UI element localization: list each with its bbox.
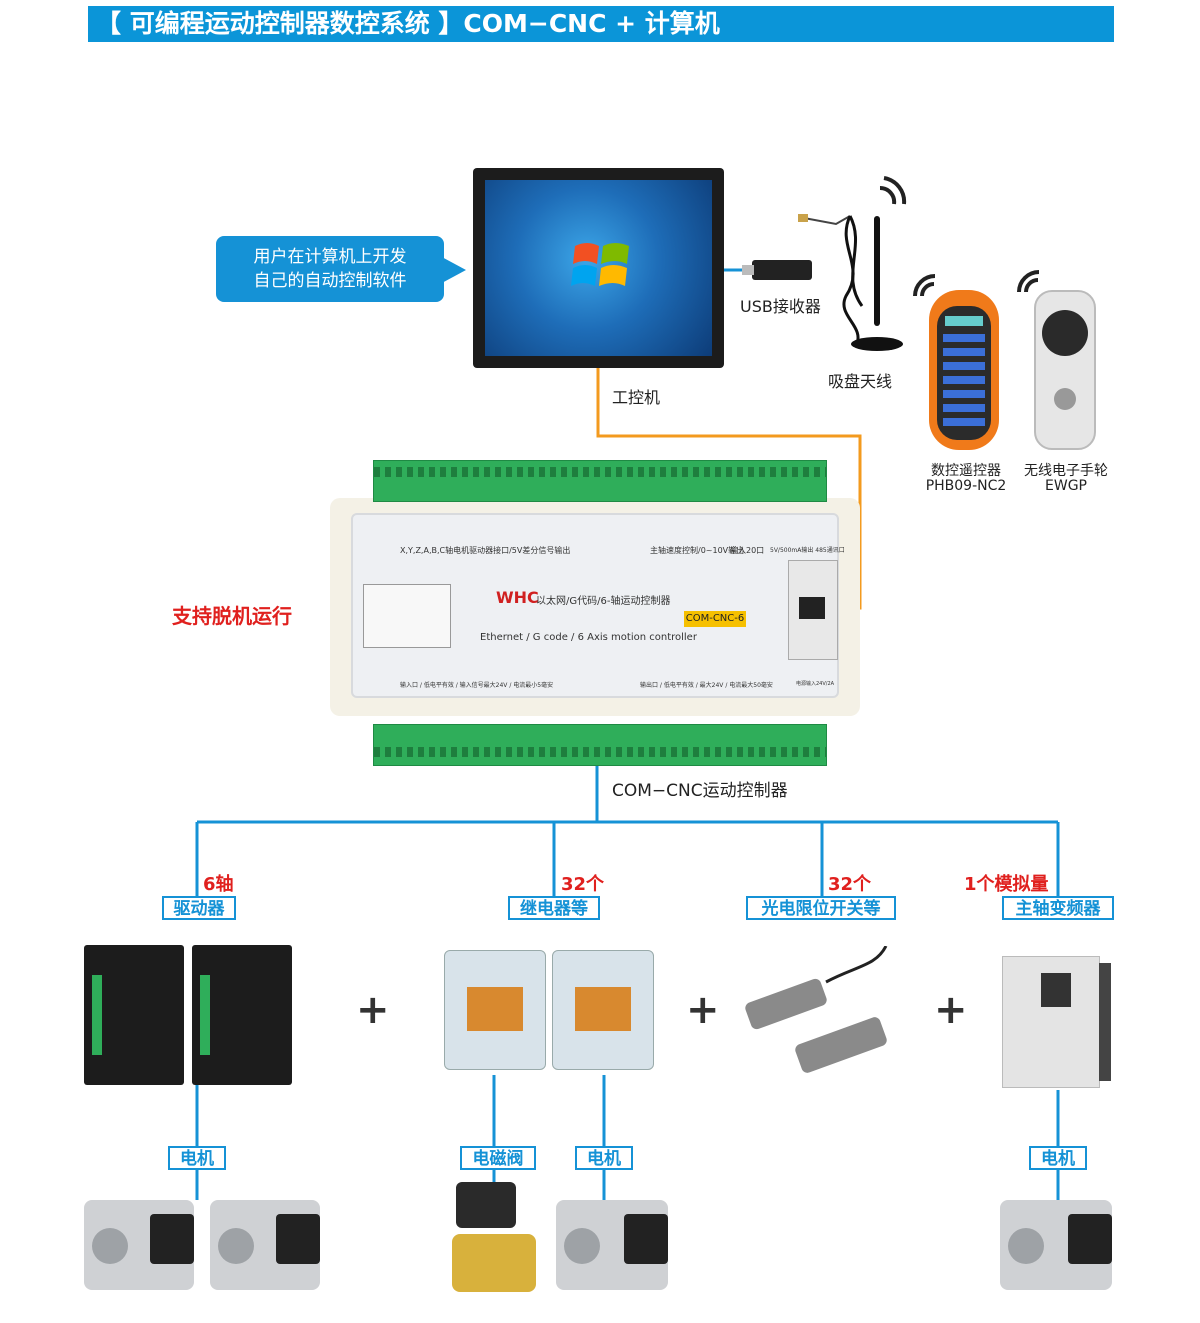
bubble-tail bbox=[440, 256, 466, 284]
plus-sign-1: + bbox=[356, 987, 390, 1033]
servo-motor-image-4 bbox=[1000, 1200, 1112, 1290]
servo-driver-image-1 bbox=[84, 945, 184, 1085]
bottom-terminal-block bbox=[373, 724, 827, 766]
remote-signal-icon bbox=[913, 274, 936, 297]
usb-receiver-image bbox=[742, 260, 812, 280]
strip-output-spec: 输出口 / 低电平有效 / 最大24V / 电流最大50毫安 bbox=[640, 682, 773, 689]
remote-model: PHB09-NC2 bbox=[925, 478, 1007, 494]
ipc-label: 工控机 bbox=[612, 388, 661, 407]
motor-label-2: 电机 bbox=[575, 1146, 633, 1170]
vfd-image bbox=[1002, 956, 1111, 1088]
branch-category-relays: 继电器等 bbox=[508, 896, 600, 920]
industrial-pc-image bbox=[473, 168, 724, 368]
developer-note-bubble: 用户在计算机上开发 自己的自动控制软件 bbox=[216, 236, 444, 302]
solenoid-valve-image bbox=[446, 1182, 558, 1300]
controller-cn-desc: 以太网/G代码/6-轴运动控制器 bbox=[536, 596, 671, 607]
header-bar bbox=[88, 6, 1114, 42]
plus-sign-3: + bbox=[934, 987, 968, 1033]
branch-count-relays: 32个 bbox=[561, 874, 605, 895]
strip-axis-text: X,Y,Z,A,B,C轴电机驱动器接口/5V差分信号输出 bbox=[400, 546, 571, 555]
branch-category-drivers: 驱动器 bbox=[162, 896, 236, 920]
strip-spindle-text: 主轴速度控制/0~10V输出 bbox=[650, 546, 745, 555]
handwheel-model: EWGP bbox=[1045, 478, 1087, 494]
branch-category-switches: 光电限位开关等 bbox=[746, 896, 896, 920]
photoelectric-switch-image bbox=[745, 946, 888, 1073]
strip-power-text: 5V/500mA输出 485通讯口 bbox=[770, 547, 845, 554]
solenoid-valve-label: 电磁阀 bbox=[460, 1146, 536, 1170]
controller-en-desc: Ethernet / G code / 6 Axis motion contro… bbox=[480, 632, 697, 643]
strip-power-input: 电源输入24V/2A bbox=[796, 681, 835, 687]
branch-count-drivers: 6轴 bbox=[203, 874, 234, 895]
motor-label-3: 电机 bbox=[1029, 1146, 1087, 1170]
display-window bbox=[363, 584, 451, 648]
model-badge: COM-CNC-6 bbox=[684, 611, 746, 627]
wireless-handwheel-image bbox=[1034, 290, 1096, 450]
usb-receiver-label: USB接收器 bbox=[740, 297, 821, 316]
suction-antenna-image bbox=[798, 176, 907, 351]
strip-input-text: 输入20口 bbox=[730, 546, 765, 555]
motor-label-1: 电机 bbox=[168, 1146, 226, 1170]
remote-name: 数控遥控器 bbox=[931, 463, 1001, 479]
top-terminal-block bbox=[373, 460, 827, 502]
windows-logo-icon bbox=[571, 243, 629, 286]
servo-motor-image-2 bbox=[210, 1200, 320, 1290]
servo-motor-image-1 bbox=[84, 1200, 194, 1290]
relay-image-2 bbox=[552, 950, 654, 1070]
branch-count-vfd: 1个模拟量 bbox=[964, 874, 1049, 895]
bubble-line-1: 用户在计算机上开发 bbox=[253, 247, 407, 267]
ethernet-port-panel bbox=[788, 560, 838, 660]
antenna-label: 吸盘天线 bbox=[828, 372, 893, 391]
handwheel-signal-icon bbox=[1017, 270, 1040, 293]
strip-input-spec: 输入口 / 低电平有效 / 输入信号最大24V / 电流最小5毫安 bbox=[400, 682, 554, 689]
branch-category-vfd: 主轴变频器 bbox=[1002, 896, 1114, 920]
bubble-line-2: 自己的自动控制软件 bbox=[253, 271, 407, 291]
offline-label: 支持脱机运行 bbox=[172, 604, 292, 628]
relay-image-1 bbox=[444, 950, 546, 1070]
controller-name-label: COM−CNC运动控制器 bbox=[612, 781, 788, 801]
servo-motor-image-3 bbox=[556, 1200, 668, 1290]
handwheel-name: 无线电子手轮 bbox=[1024, 463, 1108, 479]
page-title: 【 可编程运动控制器数控系统 】COM−CNC + 计算机 bbox=[96, 9, 720, 38]
branch-count-switches: 32个 bbox=[828, 874, 872, 895]
servo-driver-image-2 bbox=[192, 945, 292, 1085]
remote-controller-image bbox=[929, 290, 999, 450]
brand-logo: WHC bbox=[496, 588, 539, 607]
plus-sign-2: + bbox=[686, 987, 720, 1033]
